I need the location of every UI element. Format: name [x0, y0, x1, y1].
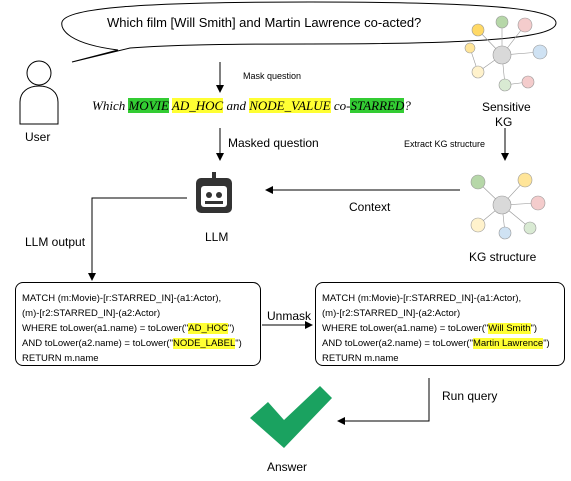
arrow-run-query [337, 378, 430, 425]
masked-token-highlight: STARRED [350, 98, 405, 113]
masked-value-highlight: AD_HOC [188, 323, 228, 334]
sensitive-kg-graph-icon [464, 15, 548, 92]
answer-label: Answer [267, 460, 308, 474]
run-query-label: Run query [442, 389, 498, 403]
unmasked-value-highlight: Martin Lawrence [472, 338, 544, 349]
masked-question-text: co- [330, 98, 351, 113]
query-line: AND toLower(a2.name) = toLower("Martin L… [322, 338, 550, 349]
masked-cypher-query: MATCH (m:Movie)-[r:STARRED_IN]-(a1:Actor… [15, 282, 261, 366]
question-speech-bubble [61, 1, 557, 63]
kg-structure-label: KG structure [469, 250, 537, 264]
unmasked-cypher-query: MATCH (m:Movie)-[r:STARRED_IN]-(a1:Actor… [315, 282, 565, 366]
query-line: AND toLower(a2.name) = toLower("NODE_LAB… [22, 338, 242, 349]
masked-value-highlight: NODE_LABEL [172, 338, 236, 349]
query-line: MATCH (m:Movie)-[r:STARRED_IN]-(a1:Actor… [22, 293, 222, 304]
mask-question-label: Mask question [243, 71, 302, 81]
query-line: (m)-[r2:STARRED_IN]-(a2:Actor) [322, 308, 461, 319]
context-label: Context [349, 200, 391, 214]
extract-kg-label: Extract KG structure [404, 139, 486, 149]
masked-token-highlight: NODE_VALUE [249, 98, 331, 113]
llm-output-label: LLM output [25, 235, 86, 249]
llm-robot-icon [196, 172, 232, 213]
arrow-llm-output [88, 197, 187, 281]
llm-label: LLM [205, 230, 229, 244]
masked-token-highlight: AD_HOC [171, 98, 224, 113]
kg-structure-graph-icon [470, 172, 546, 240]
sensitive-kg-label: Sensitive [482, 100, 531, 114]
query-line: (m)-[r2:STARRED_IN]-(a2:Actor) [22, 308, 161, 319]
query-line: RETURN m.name [22, 353, 99, 364]
query-line: WHERE toLower(a1.name) = toLower("AD_HOC… [22, 323, 235, 334]
user-label: User [25, 130, 51, 144]
query-line: RETURN m.name [322, 353, 399, 364]
question-text: Which film [Will Smith] and Martin Lawre… [107, 15, 422, 30]
masked-question-label: Masked question [228, 136, 319, 150]
masked-question-text: and [223, 98, 250, 113]
masked-token-highlight: MOVIE [128, 98, 169, 113]
query-line: WHERE toLower(a1.name) = toLower("Will S… [322, 323, 538, 334]
masked-question-text: Which [92, 98, 129, 113]
user-icon [19, 60, 59, 125]
masked-question-text: ? [404, 98, 411, 113]
sensitive-kg-label-2: KG [495, 115, 513, 129]
unmask-label: Unmask [267, 309, 312, 323]
query-line: MATCH (m:Movie)-[r:STARRED_IN]-(a1:Actor… [322, 293, 522, 304]
answer-check-icon [250, 386, 332, 448]
unmasked-value-highlight: Will Smith [488, 323, 531, 334]
masked-question: Which MOVIE AD_HOC and NODE_VALUE co-STA… [92, 98, 411, 114]
